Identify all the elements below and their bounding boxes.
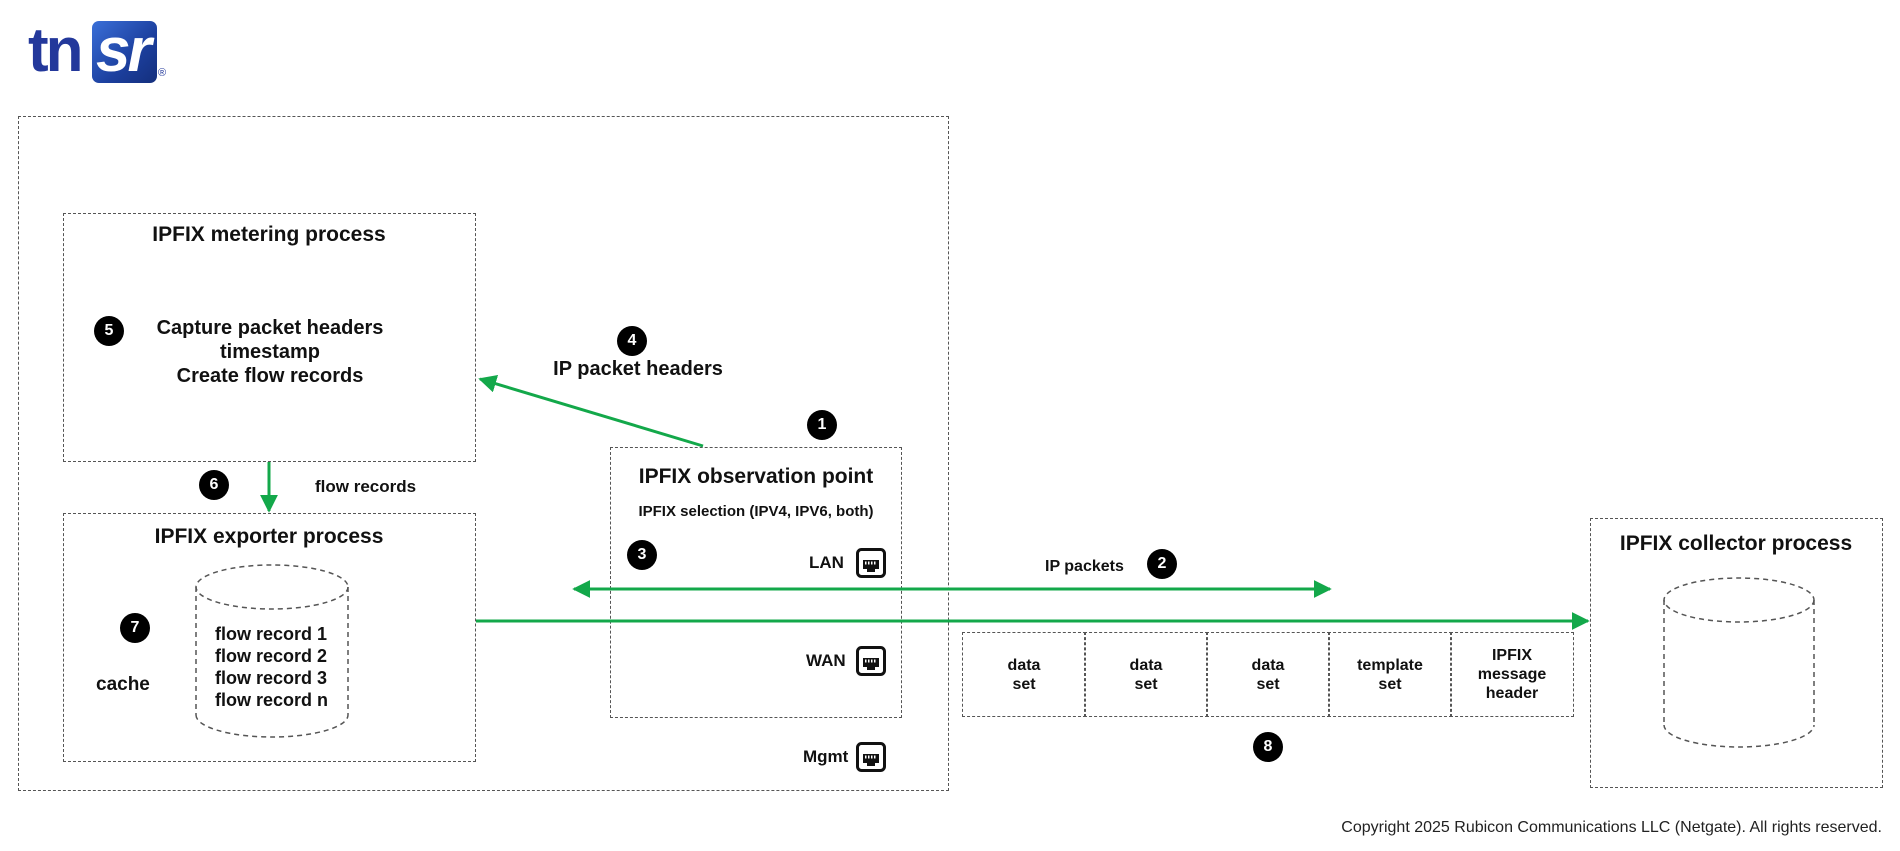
step-badge-5: 5 [94,316,124,346]
step-badge-8: 8 [1253,732,1283,762]
copyright-notice: Copyright 2025 Rubicon Communications LL… [1341,819,1882,836]
step-badge-1: 1 [807,410,837,440]
ethernet-port-icon [856,548,886,578]
device-boundary-box [18,116,949,791]
message-data-set-cell: data set [1206,632,1330,717]
exporter-process-title: IPFIX exporter process [154,525,384,548]
metering-process-box [63,213,476,462]
step-badge-2: 2 [1147,549,1177,579]
flow-record-item: flow record 3 [215,668,328,688]
ethernet-port-icon [856,742,886,772]
metering-process-title: IPFIX metering process [152,223,386,246]
logo-mark [92,21,157,83]
step-badge-3: 3 [627,540,657,570]
exporter-process-box [63,513,476,762]
logo-text-tn: tn [28,16,84,85]
flow-records-label: flow records [315,477,417,496]
logo-text-sr: sr [96,16,152,85]
flow-record-item: flow record 2 [215,646,328,666]
wan-port-label: WAN [806,651,846,670]
logo-registered-mark: ® [158,67,167,79]
cache-label: cache [96,674,150,695]
message-template-set-cell: template set [1328,632,1452,717]
metering-line-timestamp: timestamp [219,341,321,363]
mgmt-port-label: Mgmt [803,747,849,766]
collector-storage-cylinder-icon [1663,577,1815,748]
ethernet-port-icon [856,646,886,676]
flow-record-item: flow record n [215,690,329,710]
lan-port-label: LAN [809,553,844,572]
step-badge-6: 6 [199,470,229,500]
collector-process-box [1590,518,1883,788]
ip-packets-label: IP packets [1045,558,1124,575]
message-data-set-cell: data set [962,632,1086,717]
metering-line-capture: Capture packet headers [156,317,384,339]
ip-packet-headers-label: IP packet headers [553,358,723,380]
message-data-set-cell: data set [1084,632,1208,717]
metering-line-create: Create flow records [176,365,364,387]
step-badge-7: 7 [120,613,150,643]
cache-cylinder-icon [195,564,349,738]
collector-process-title: IPFIX collector process [1619,532,1853,555]
observation-point-title: IPFIX observation point [638,465,874,488]
message-header-cell: IPFIX message header [1450,632,1574,717]
ipfix-selection-label: IPFIX selection (IPV4, IPV6, both) [638,503,874,520]
step-badge-4: 4 [617,326,647,356]
flow-record-item: flow record 1 [215,624,328,644]
